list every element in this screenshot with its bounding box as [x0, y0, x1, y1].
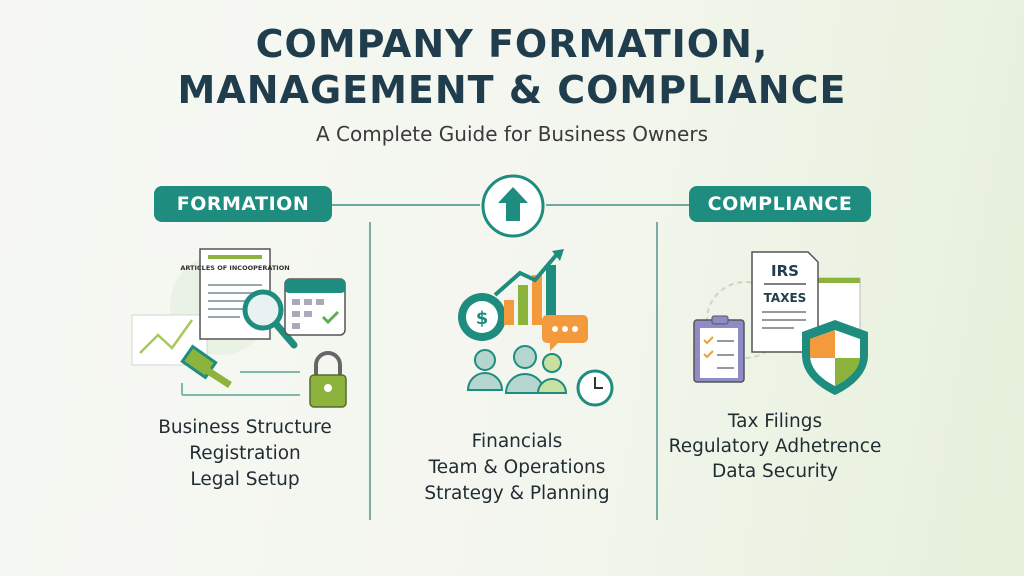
clock-icon	[576, 369, 614, 407]
management-items: Financials Team & Operations Strategy & …	[397, 429, 637, 507]
chat-bubble-icon	[542, 315, 588, 351]
gear-dollar-icon: $	[458, 293, 506, 341]
connector-line-right	[546, 204, 689, 206]
compliance-item: Data Security	[711, 461, 839, 482]
svg-text:IRS: IRS	[771, 262, 799, 280]
magnifier-icon	[242, 289, 298, 349]
bar-chart-icon	[493, 249, 564, 325]
compliance-illustration: IRS TAXES	[693, 251, 868, 395]
divider-right	[656, 222, 658, 520]
management-item: Team & Operations	[428, 457, 606, 478]
formation-illustration: ARTICLES OF INCOOPERATION	[131, 248, 347, 408]
svg-text:ARTICLES OF INCOOPERATION: ARTICLES OF INCOOPERATION	[180, 264, 289, 272]
svg-text:TAXES: TAXES	[764, 291, 807, 305]
subtitle: A Complete Guide for Business Owners	[315, 122, 708, 146]
formation-badge: FORMATION	[154, 186, 332, 222]
compliance-items: Tax Filings Regulatory Adhetrence Data S…	[655, 409, 895, 484]
formation-items: Business Structure Registration Legal Se…	[125, 415, 365, 493]
svg-text:$: $	[476, 308, 489, 329]
gavel-icon	[180, 344, 232, 388]
formation-item: Business Structure	[158, 417, 332, 438]
title-line-1: COMPANY FORMATION,	[255, 22, 769, 66]
arrow-up-icon	[481, 174, 545, 238]
clipboard-icon	[693, 315, 745, 383]
title-line-2: MANAGEMENT & COMPLIANCE	[177, 68, 847, 112]
shield-icon	[802, 320, 868, 395]
compliance-badge: COMPLIANCE	[689, 186, 871, 222]
calendar-icon	[284, 278, 346, 336]
management-item: Strategy & Planning	[424, 483, 610, 504]
compliance-item: Tax Filings	[727, 411, 823, 432]
management-illustration: $	[458, 249, 614, 407]
divider-left	[369, 222, 371, 520]
formation-item: Registration	[189, 443, 301, 464]
management-item: Financials	[471, 431, 563, 452]
team-icon	[466, 345, 568, 394]
connector-line-left	[332, 204, 480, 206]
compliance-item: Regulatory Adhetrence	[668, 436, 882, 457]
formation-item: Legal Setup	[190, 469, 300, 490]
lock-icon	[309, 351, 347, 408]
